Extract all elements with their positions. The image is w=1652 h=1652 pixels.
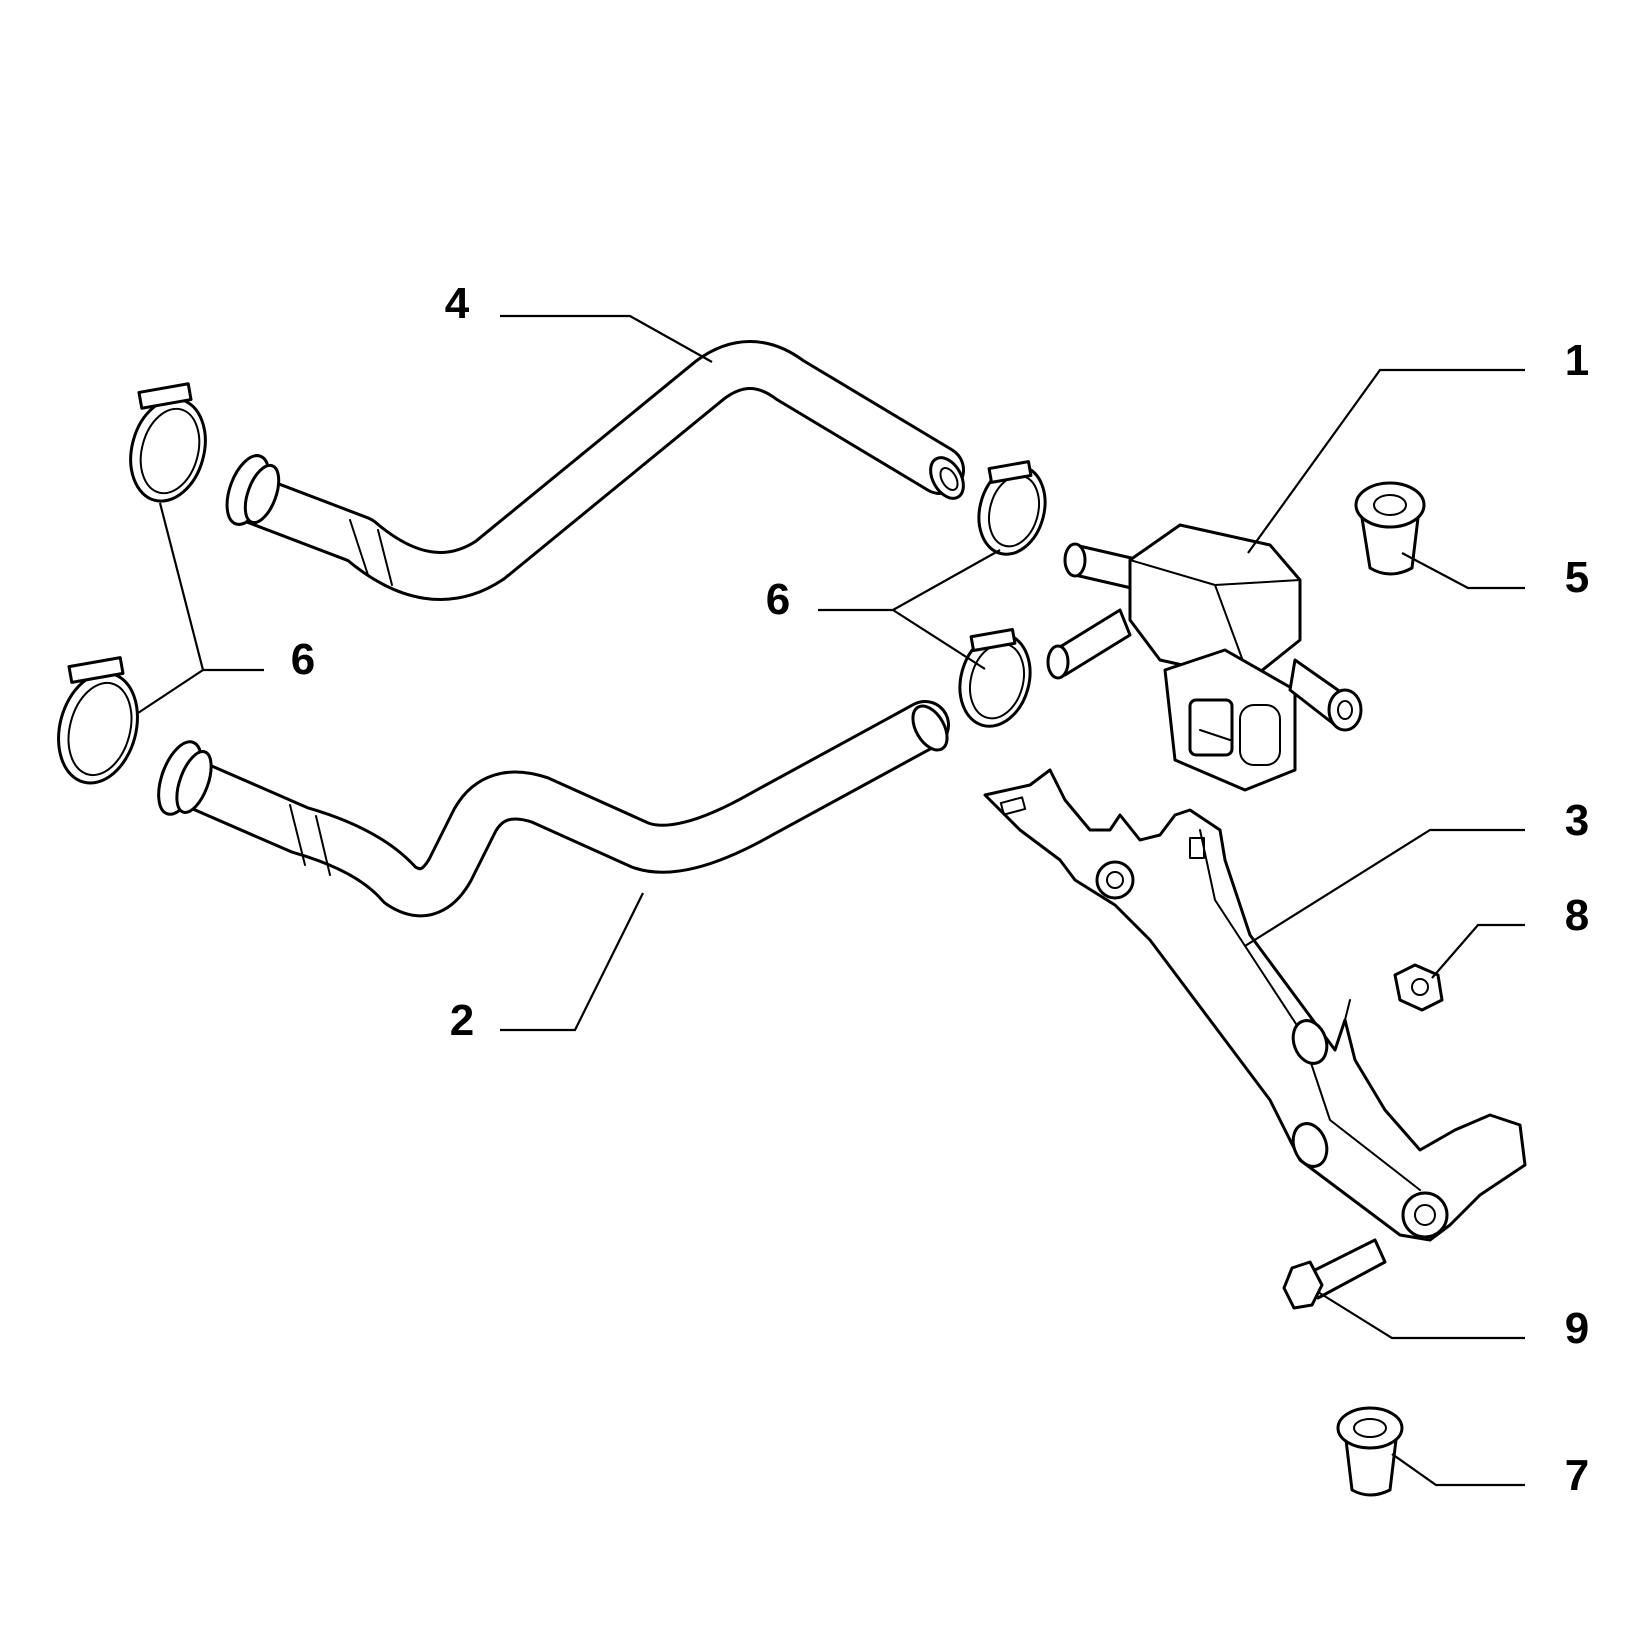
leader-lines [137,314,1525,1487]
leader-5 [1401,552,1525,590]
leader-2 [500,892,644,1032]
hose-clamp-top-right [977,460,1047,556]
leader-3 [1244,828,1525,947]
callout-6-left: 6 [291,635,315,684]
leader-4 [500,314,713,363]
hose-clamp-bottom-left [57,656,139,785]
grommet-lower-part [1336,1406,1404,1497]
callout-labels: 4 1 5 6 6 3 8 2 9 7 [291,279,1589,1500]
hose-clamp-top-left [129,382,207,503]
callout-5: 5 [1565,553,1589,602]
callout-6-right: 6 [766,575,790,624]
leader-7 [1391,1453,1525,1487]
valve-part [1046,523,1363,792]
hose-clamp-bottom-right [958,627,1032,728]
callout-9: 9 [1565,1304,1589,1353]
leader-1 [1247,368,1525,554]
leader-6-left-b [137,669,204,714]
callout-2: 2 [450,996,474,1045]
bolt-part [1282,1238,1387,1310]
leader-9 [1317,1291,1525,1340]
leader-6-right [818,549,1001,612]
lower-hose-part [157,700,950,918]
nut-part [1393,963,1444,1012]
leader-8 [1431,923,1525,979]
bracket-part [983,768,1527,1242]
callout-8: 8 [1565,891,1589,940]
callout-1: 1 [1565,336,1589,385]
callout-7: 7 [1565,1451,1589,1500]
callout-4: 4 [445,279,470,328]
leader-6-right-b [892,609,986,670]
leader-6-left [158,502,264,672]
grommet-upper-part [1354,481,1426,576]
callout-3: 3 [1565,796,1589,845]
upper-hose-part [225,340,965,601]
